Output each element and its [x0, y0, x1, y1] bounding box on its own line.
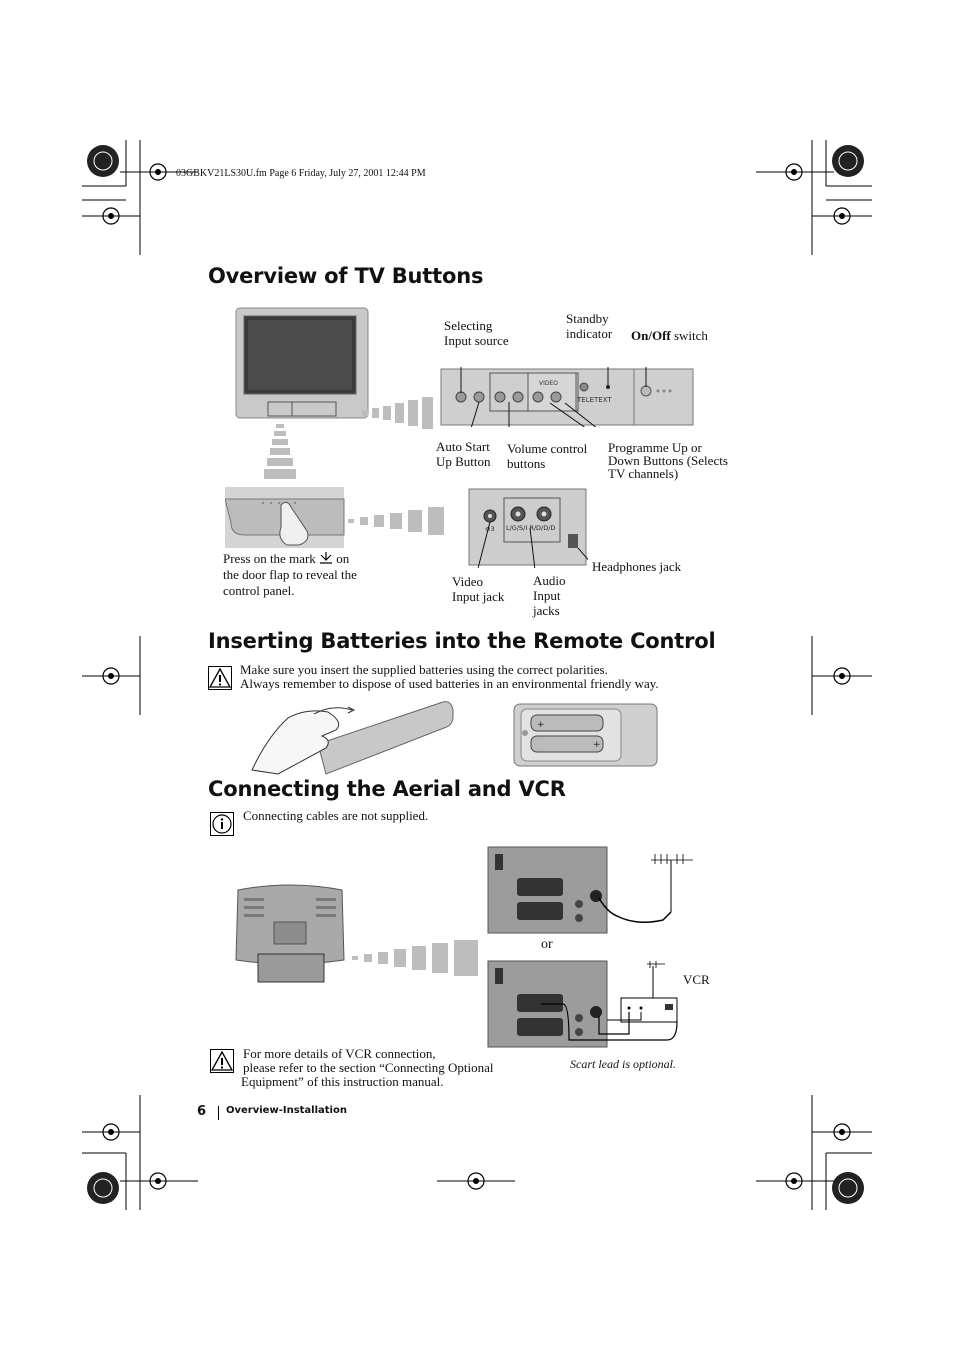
battery-note: Make sure you insert the supplied batter… — [240, 662, 659, 691]
label-headphones-jack: Headphones jack — [592, 559, 682, 574]
teletext-label: TELETEXT — [576, 396, 612, 404]
vcr-details-note: For more details of VCR connection, plea… — [241, 1046, 494, 1089]
footer-divider — [218, 1106, 219, 1120]
info-icon — [210, 812, 234, 836]
warning-icon — [210, 1049, 234, 1073]
or-label: or — [541, 937, 553, 952]
vcr-connection-diagram — [487, 960, 678, 1048]
door-flap-illustration — [225, 487, 345, 548]
footer-section-name: Overview-Installation — [226, 1105, 347, 1116]
jack-label-3: ⊖3 — [485, 525, 495, 533]
door-mark-icon — [320, 552, 333, 564]
zoom-wedge-back — [352, 940, 478, 976]
scart-note: Scart lead is optional. — [570, 1057, 676, 1071]
aerial-connection-diagram — [487, 846, 693, 934]
svg-text:+: + — [593, 740, 601, 750]
section-title-aerial-vcr: Connecting the Aerial and VCR — [208, 777, 566, 801]
input-jacks-panel: L/G/S/I R/D/D/D ⊖3 — [468, 488, 588, 568]
section-title-batteries: Inserting Batteries into the Remote Cont… — [208, 629, 716, 653]
tv-back-illustration — [235, 884, 345, 983]
label-onoff-switch: On/Off switch — [631, 328, 708, 343]
jack-label-lr: L/G/S/I R/D/D/D — [506, 524, 555, 532]
vcr-label: VCR — [683, 972, 710, 987]
zoom-wedge-jacks — [348, 507, 444, 535]
tv-front-illustration — [235, 307, 369, 419]
cables-note: Connecting cables are not supplied. — [243, 808, 429, 823]
remote-cover-illustration — [251, 701, 454, 775]
zoom-wedge-down — [264, 424, 296, 479]
battery-compartment-illustration: + + — [513, 703, 658, 767]
warning-icon — [208, 666, 232, 690]
svg-text:+: + — [537, 720, 545, 730]
page-number: 6 — [197, 1104, 207, 1119]
section-title-overview: Overview of TV Buttons — [208, 264, 484, 288]
file-info-header: 03GBKV21LS30U.fm Page 6 Friday, July 27,… — [176, 168, 426, 179]
video-label: VIDEO — [539, 380, 558, 387]
tv-control-panel: TELETEXT VIDEO — [440, 367, 694, 427]
label-press-mark: Press on the mark on the door flap to re… — [223, 551, 357, 598]
zoom-wedge-right — [362, 397, 433, 429]
